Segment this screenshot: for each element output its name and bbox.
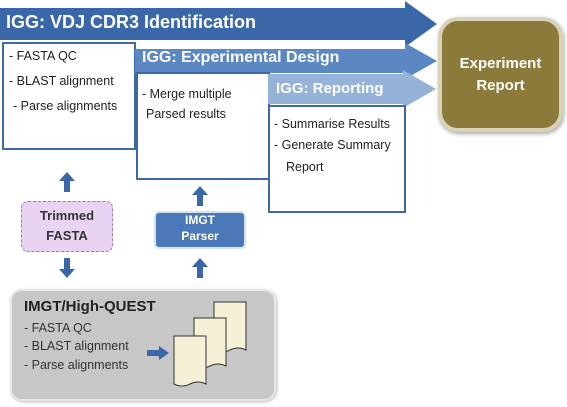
reporting-item-generate: - Generate Summary — [274, 138, 391, 152]
reporting-stage-title: IGG: Reporting — [276, 80, 384, 97]
arrow-to-documents-icon — [147, 346, 169, 360]
design-stage-arrow — [135, 43, 437, 79]
reporting-stage-box — [268, 105, 406, 213]
reporting-item-report: Report — [286, 160, 324, 174]
imgt-parser-line2: Parser — [181, 229, 219, 243]
vdj-item-blast: - BLAST alignment — [9, 74, 114, 88]
design-stage-title: IGG: Experimental Design — [142, 49, 340, 66]
vdj-item-fasta-qc: - FASTA QC — [9, 49, 77, 63]
reporting-stage-arrow — [268, 70, 436, 108]
up-arrow-to-parser — [192, 258, 208, 278]
highquest-item-fasta-qc: - FASTA QC — [24, 321, 92, 335]
vdj-stage-title: IGG: VDJ CDR3 Identification — [6, 12, 257, 32]
down-arrow-to-highquest — [59, 258, 75, 278]
highquest-title: IMGT/High-QUEST — [24, 298, 156, 315]
trimmed-fasta-line2: FASTA — [46, 228, 88, 243]
vdj-item-parse: - Parse alignments — [13, 99, 118, 113]
trimmed-fasta-box — [21, 201, 113, 252]
reporting-item-summarise: - Summarise Results — [274, 117, 390, 131]
highquest-item-blast: - BLAST alignment — [24, 339, 129, 353]
documents-stack-icon — [173, 301, 247, 387]
vdj-stage-arrow — [0, 1, 437, 47]
experiment-report-line2: Report — [476, 77, 525, 94]
up-arrow-to-design — [192, 186, 208, 206]
highquest-item-parse: - Parse alignments — [24, 358, 129, 372]
vdj-stage-box — [2, 42, 136, 150]
trimmed-fasta-line1: Trimmed — [39, 208, 95, 223]
up-arrow-to-vdj — [59, 172, 75, 192]
design-item-merge: - Merge multiple — [142, 87, 232, 101]
experiment-report-box — [438, 17, 563, 132]
experiment-report-line1: Experiment — [459, 55, 542, 72]
imgt-parser-line1: IMGT — [185, 213, 215, 227]
design-item-parsed: Parsed results — [146, 107, 226, 121]
imgt-parser-box — [154, 211, 246, 249]
